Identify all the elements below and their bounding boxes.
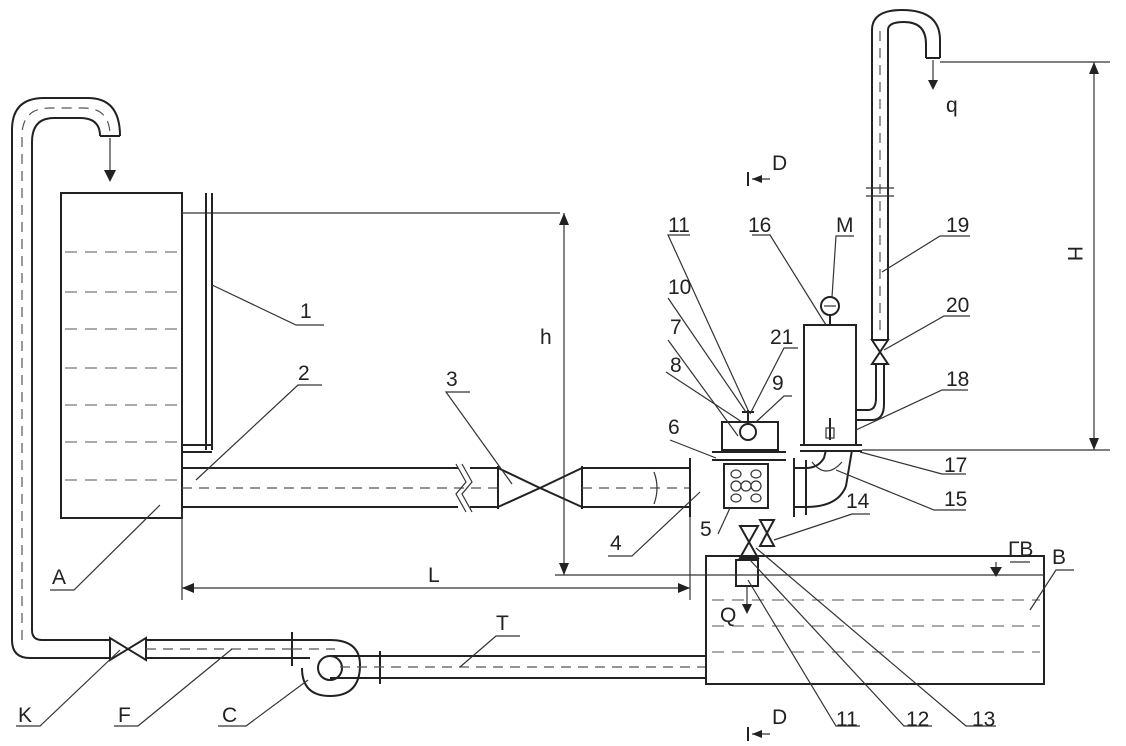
label-m: M (836, 214, 854, 237)
label-flow-q-cap: Q (720, 604, 736, 627)
label-11-bottom: 11 (836, 708, 858, 731)
flow-meter-block (712, 410, 786, 461)
label-c: C (222, 704, 237, 727)
label-1: 1 (300, 300, 312, 323)
label-16: 16 (748, 214, 771, 237)
test-section (689, 458, 806, 517)
label-11-top: 11 (668, 214, 690, 237)
outflow-arrow-q (928, 60, 938, 90)
venturi-3 (497, 466, 690, 509)
flow-arrow-into-tank-a (104, 138, 116, 182)
label-2: 2 (298, 362, 310, 385)
label-18: 18 (946, 368, 969, 391)
dimension-h (559, 213, 569, 575)
outlet-q (735, 559, 759, 614)
pump-c (292, 639, 362, 698)
label-d-top: D (772, 152, 787, 175)
label-14: 14 (846, 490, 870, 513)
label-3: 3 (446, 368, 458, 391)
label-7: 7 (670, 316, 682, 339)
valve-k (109, 636, 147, 662)
valve-13 (738, 525, 760, 559)
label-flow-q: q (946, 94, 958, 117)
label-17: 17 (944, 454, 967, 477)
piezometer-1 (182, 193, 213, 453)
gauge-m (820, 296, 840, 325)
leader-lines (16, 234, 1074, 727)
label-dim-h: h (540, 326, 552, 349)
label-19: 19 (946, 214, 969, 237)
label-12: 12 (906, 708, 929, 731)
pipe-f (146, 632, 293, 666)
section-mark-d-bottom (747, 727, 770, 741)
return-pipe (11, 97, 121, 659)
pipe-t (330, 651, 706, 684)
label-f: F (118, 704, 131, 727)
dimension-l (181, 510, 691, 600)
dimension-cap-h (862, 61, 1110, 451)
label-a: A (52, 566, 66, 589)
section-mark-d-top (747, 172, 770, 186)
pipe-2 (181, 463, 498, 513)
valve-14 (758, 519, 776, 547)
label-15: 15 (944, 488, 967, 511)
label-k: K (18, 704, 32, 727)
label-gv: ГВ (1008, 538, 1033, 561)
vessel-16 (800, 324, 862, 452)
labels: 1 2 3 4 5 6 7 8 9 10 11 11 12 13 14 15 1… (18, 94, 1086, 731)
tank-a (60, 192, 560, 519)
label-10: 10 (668, 276, 691, 299)
label-20: 20 (946, 294, 969, 317)
label-4: 4 (610, 532, 622, 555)
label-6: 6 (668, 416, 680, 439)
label-21: 21 (770, 326, 793, 349)
label-d-bottom: D (772, 706, 787, 729)
label-dim-cap-h: H (1063, 246, 1086, 261)
label-b: B (1052, 546, 1066, 569)
tube-19 (856, 8, 941, 421)
label-5: 5 (700, 518, 712, 541)
label-9: 9 (772, 372, 784, 395)
label-t: T (496, 612, 509, 635)
elbow-15 (805, 449, 853, 515)
label-13: 13 (972, 708, 995, 731)
label-dim-l: L (428, 564, 440, 587)
tank-b (555, 555, 1045, 685)
label-8: 8 (670, 354, 682, 377)
